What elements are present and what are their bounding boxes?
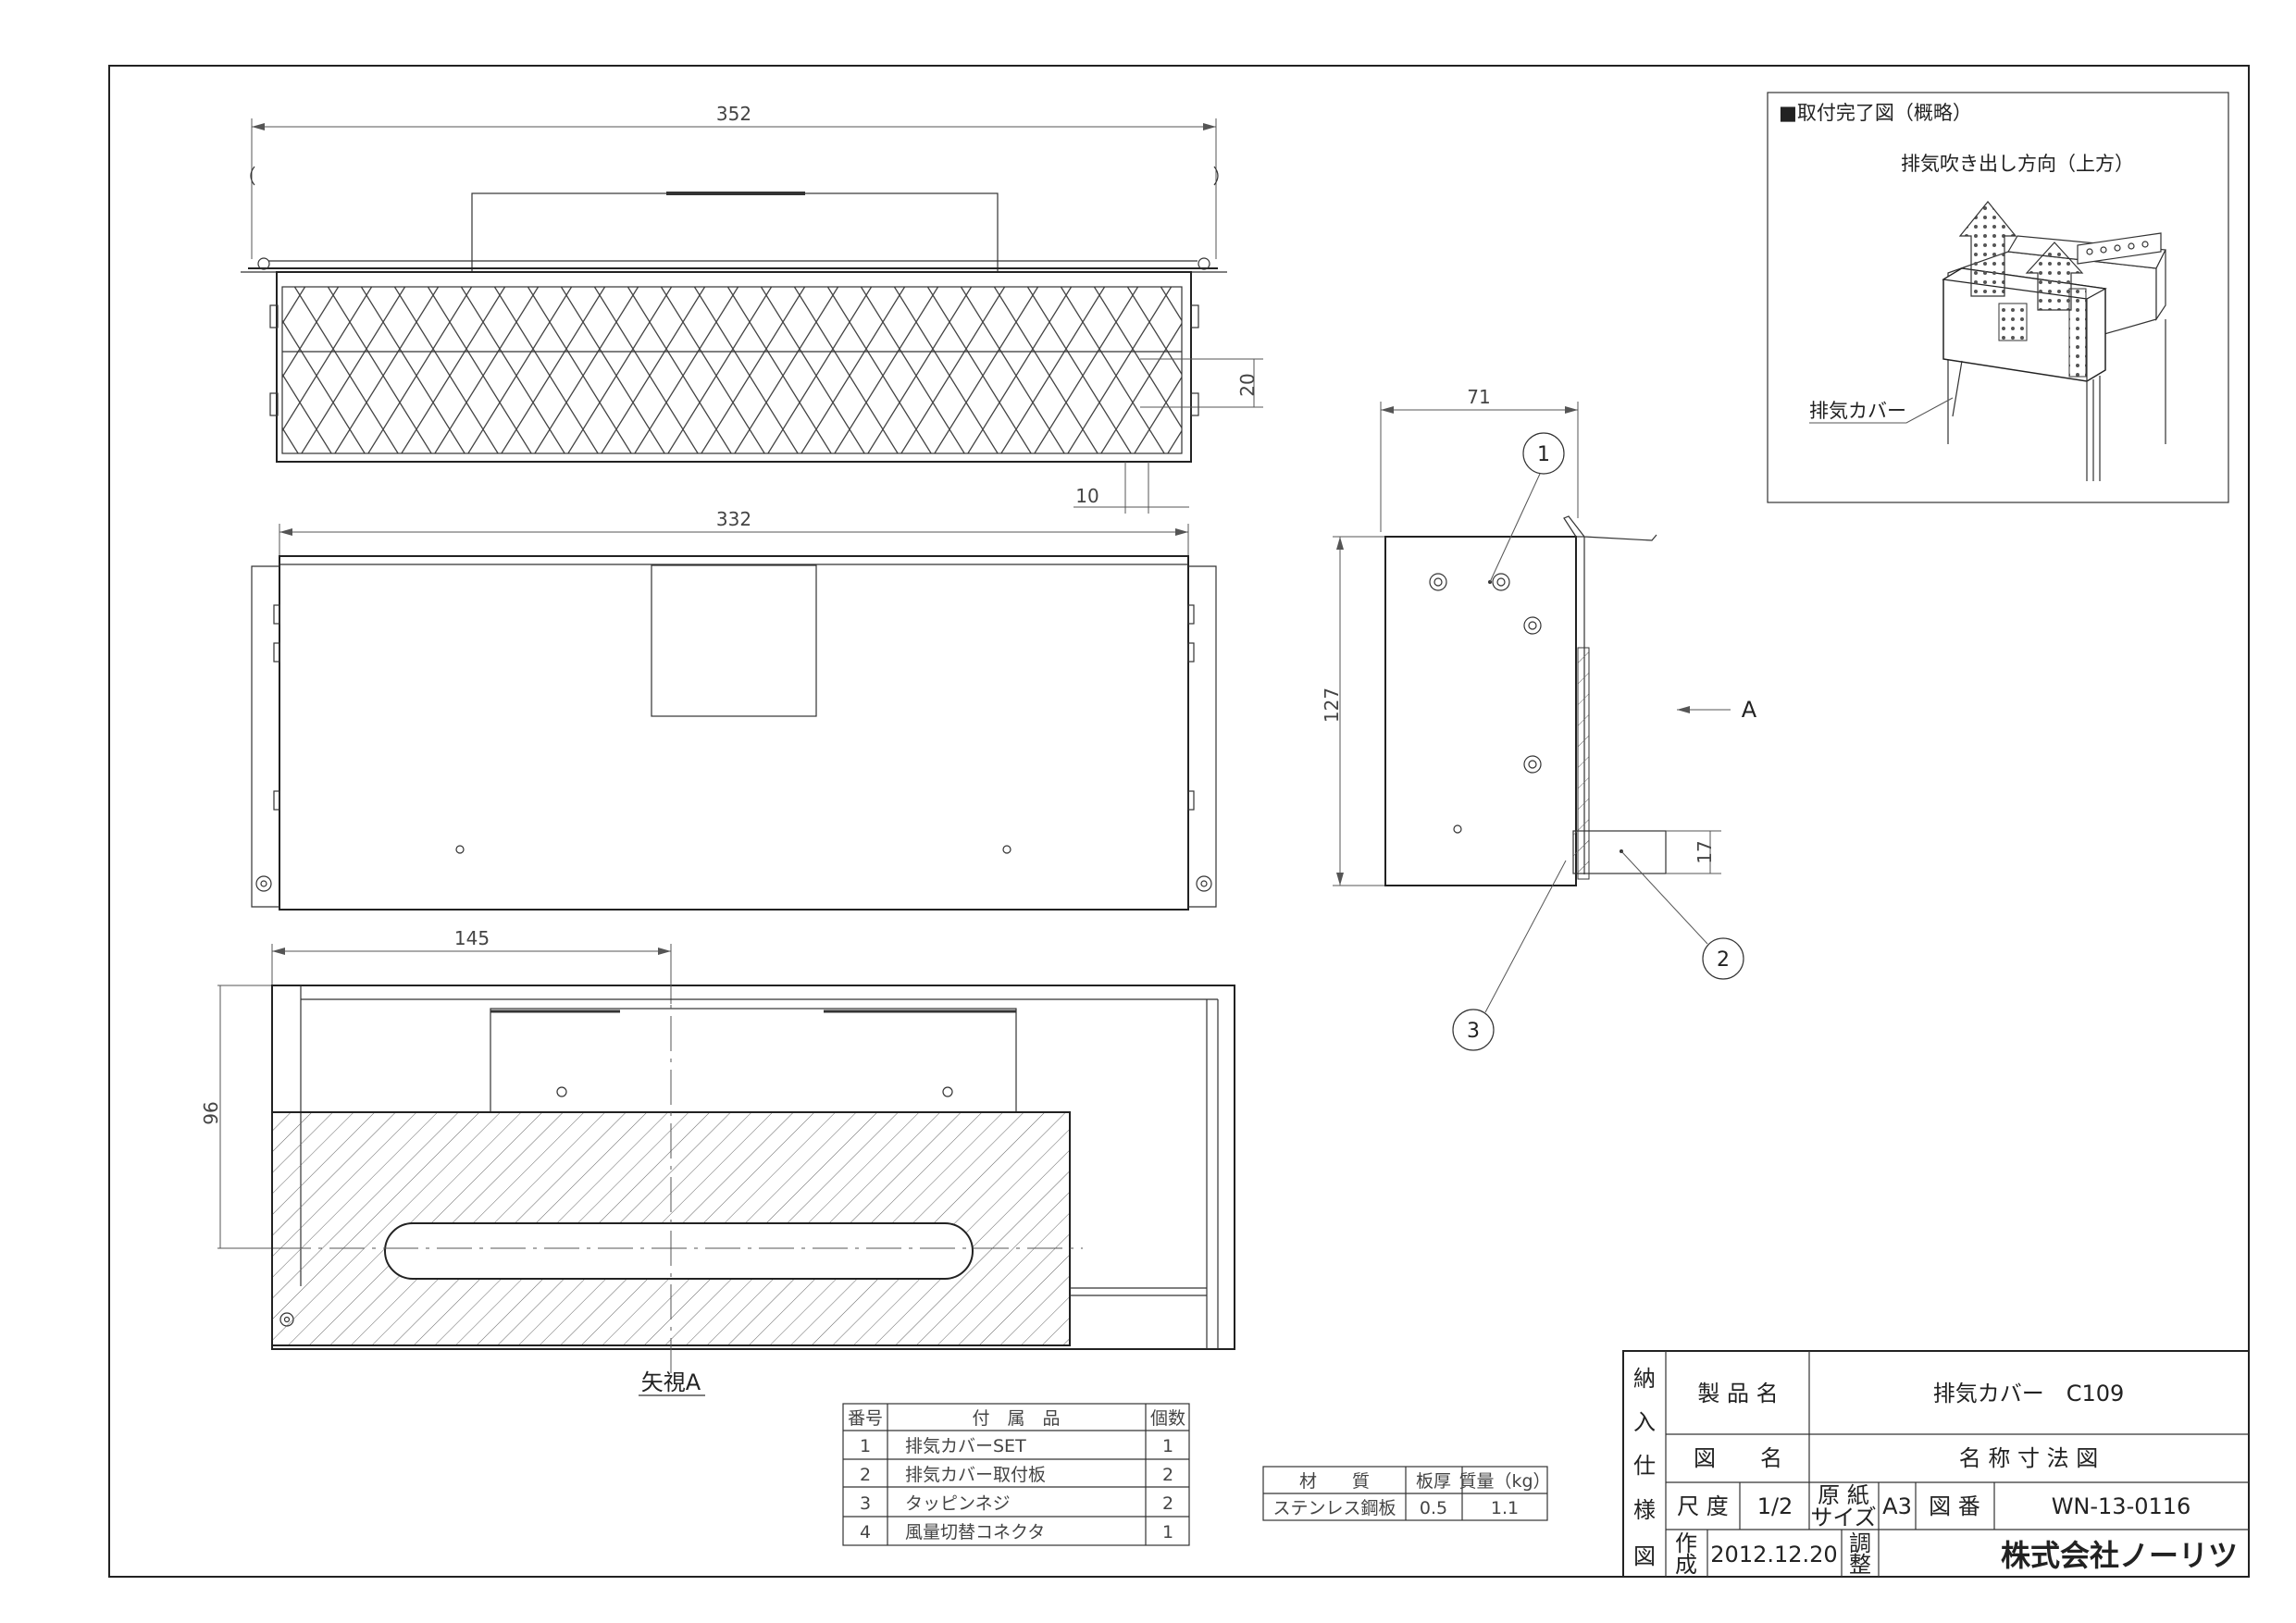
side-char-4: 様 <box>1633 1497 1656 1523</box>
material-table: 材 質 板厚 質量（kg） ステンレス鋼板 0.5 1.1 <box>1262 1466 1551 1521</box>
drawing-name-label: 図 名 <box>1694 1445 1782 1471</box>
callout-1: 1 <box>1537 443 1550 466</box>
company-name: 株式会社ノーリツ <box>2001 1538 2238 1573</box>
paper-label-top: 原 紙 <box>1818 1482 1869 1508</box>
dim-top-width: 352 <box>716 103 751 125</box>
callout-2-circle <box>1702 937 1744 980</box>
inset-title: ■取付完了図（概略） <box>1779 102 1972 124</box>
thickness-value: 0.5 <box>1420 1498 1447 1518</box>
title-block: 納 入 仕 様 図 製 品 名 排気カバー C109 図 名 名 称 寸 法 図… <box>1622 1350 2250 1578</box>
material-header: 材 質 <box>1299 1471 1370 1492</box>
dim-side-width: 71 <box>1467 386 1490 408</box>
parts-header-no: 番号 <box>848 1408 883 1429</box>
drawing-no-label: 図 番 <box>1929 1493 1980 1519</box>
arrow-a-label: A <box>1742 697 1757 723</box>
top-view: 352 20 10 <box>241 103 1263 514</box>
parts-row-qty: 1 <box>1162 1522 1173 1542</box>
check-label-bottom: 整 <box>1849 1552 1871 1578</box>
dim-mid-width: 332 <box>716 508 751 530</box>
front-view: 332 <box>251 508 1217 911</box>
scale-label: 尺 度 <box>1677 1493 1729 1519</box>
parts-row-item: 排気カバーSET <box>905 1436 1026 1456</box>
inset-cover-label: 排気カバー <box>1809 400 1906 422</box>
callout-3: 3 <box>1467 1020 1480 1043</box>
parts-row-no: 1 <box>860 1436 871 1456</box>
parts-header-qty: 個数 <box>1150 1408 1185 1429</box>
dim-mesh-pitch: 20 <box>1236 373 1259 396</box>
paper-size: A3 <box>1882 1493 1912 1519</box>
inset-direction: 排気吹き出し方向（上方） <box>1901 153 2134 175</box>
callout-2: 2 <box>1717 948 1730 972</box>
parts-row-item: 排気カバー取付板 <box>905 1465 1046 1485</box>
parts-row-qty: 1 <box>1162 1436 1173 1456</box>
parts-table: 番号 付 属 品 個数 1 排気カバーSET 1 2 排気カバー取付板 2 3 … <box>842 1403 1190 1546</box>
material-value: ステンレス鋼板 <box>1272 1498 1396 1518</box>
dim-bracket-height: 17 <box>1694 840 1716 863</box>
thickness-header: 板厚 <box>1416 1471 1451 1492</box>
paper-label-bottom: サイズ <box>1810 1505 1876 1530</box>
dim-mesh-edge: 10 <box>1075 485 1098 507</box>
parts-row-item: 風量切替コネクタ <box>905 1522 1045 1542</box>
side-char-1: 納 <box>1633 1366 1656 1392</box>
made-date: 2012.12.20 <box>1710 1542 1837 1567</box>
view-a-label: 矢視A <box>641 1369 701 1395</box>
installation-inset: ■取付完了図（概略） 排気吹き出し方向（上方） 排気カバー <box>1767 92 2229 503</box>
mass-value: 1.1 <box>1491 1498 1519 1518</box>
side-char-2: 入 <box>1633 1409 1656 1435</box>
parts-header-item: 付 属 品 <box>972 1408 1060 1429</box>
dim-bottom-height: 96 <box>200 1101 222 1124</box>
parts-row-qty: 2 <box>1162 1465 1173 1485</box>
parts-row-item: タッピンネジ <box>905 1493 1011 1514</box>
product-name: 排気カバー C109 <box>1933 1381 2125 1406</box>
parts-row-no: 3 <box>860 1493 871 1514</box>
dim-bottom-width: 145 <box>454 927 490 949</box>
side-view: 71 127 17 A 1 2 3 <box>1321 386 1757 1051</box>
mass-header: 質量（kg） <box>1458 1471 1550 1492</box>
made-label-bottom: 成 <box>1675 1552 1697 1578</box>
check-label-top: 調 <box>1849 1530 1871 1556</box>
callout-3-circle <box>1452 1009 1495 1051</box>
drawing-name: 名 称 寸 法 図 <box>1959 1445 2099 1471</box>
callout-1-circle <box>1522 432 1565 475</box>
product-name-label: 製 品 名 <box>1697 1381 1778 1406</box>
parts-row-qty: 2 <box>1162 1493 1173 1514</box>
bottom-view: 145 96 矢視A <box>200 927 1235 1396</box>
side-char-5: 図 <box>1633 1543 1656 1569</box>
made-label-top: 作 <box>1675 1530 1697 1556</box>
side-char-3: 仕 <box>1633 1453 1656 1479</box>
parts-row-no: 2 <box>860 1465 871 1485</box>
drawing-no: WN-13-0116 <box>2052 1493 2191 1519</box>
drawing-frame <box>108 65 2250 1578</box>
scale-value: 1/2 <box>1757 1493 1793 1519</box>
dim-side-height: 127 <box>1321 688 1343 723</box>
parts-row-no: 4 <box>860 1522 871 1542</box>
